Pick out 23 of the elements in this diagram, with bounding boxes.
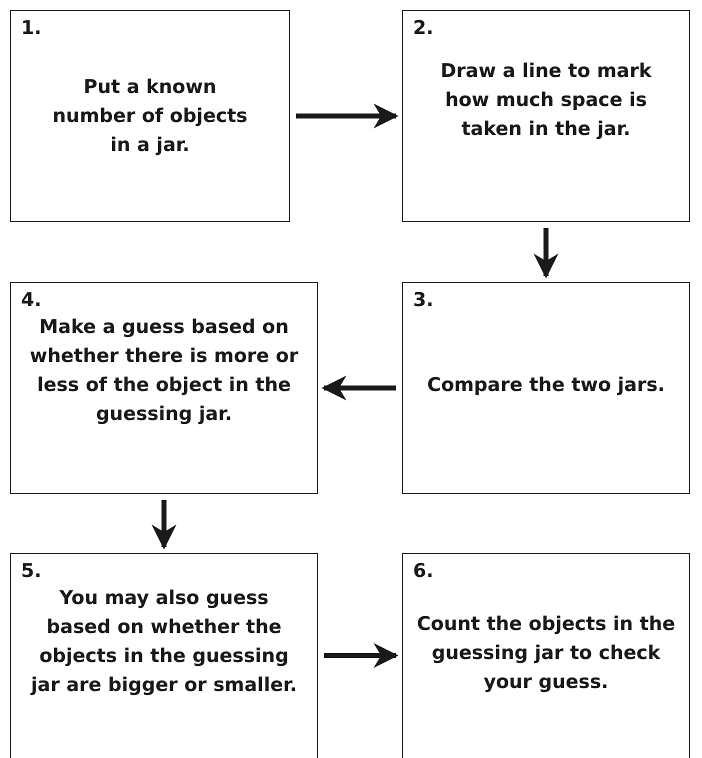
arrow (152, 500, 176, 550)
step-box (402, 282, 690, 494)
arrow (296, 104, 398, 128)
arrow (322, 376, 396, 400)
step-box (402, 553, 690, 758)
arrow (534, 228, 558, 278)
step-text: Put a known number of objects in a jar. (52, 75, 248, 158)
step-number: 1. (21, 17, 42, 41)
step-number: 5. (21, 560, 42, 584)
step-box (10, 10, 290, 222)
step-number: 4. (21, 289, 42, 313)
step-text: Count the objects in the guessing jar to check your guess. (416, 612, 676, 695)
step-box (402, 10, 690, 222)
step-box (10, 282, 318, 494)
step-text: Draw a line to mark how much space is taken in the jar. (440, 59, 653, 142)
step-text: You may also guess based on whether the objects in the guessing jar are bigger or smaller. (29, 586, 298, 698)
step-number: 3. (413, 289, 434, 313)
arrow (324, 643, 398, 668)
step-text: Compare the two jars. (426, 373, 666, 398)
step-number: 2. (413, 17, 434, 41)
step-box (10, 553, 318, 758)
step-text: Make a guess based on whether there is more or less of the object in the guessing jar. (28, 315, 300, 427)
step-number: 6. (413, 560, 434, 584)
